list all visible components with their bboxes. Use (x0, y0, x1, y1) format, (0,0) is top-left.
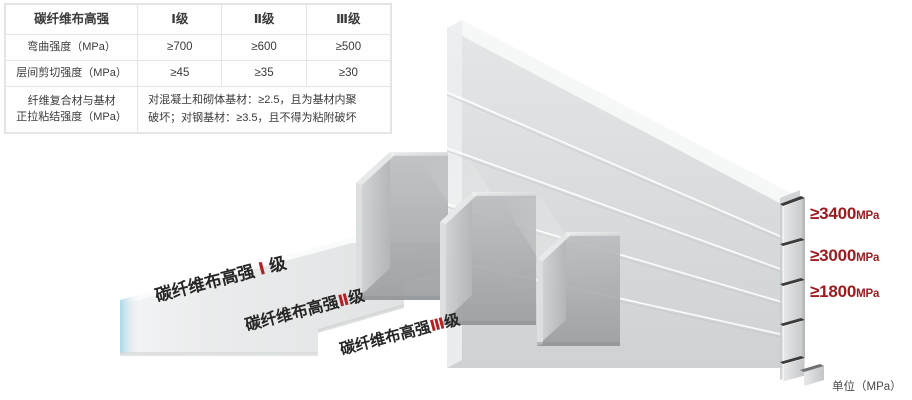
scale-value-3400: ≥3400 (810, 204, 857, 223)
scale-value-3000: ≥3000 (810, 246, 857, 265)
row-label-bond-line1: 纤维复合材与基材 (27, 94, 116, 107)
cell-bond-line2: 破坏；对钢基材：≥3.5，且不得为粘附破坏 (148, 112, 357, 125)
row-label-interlaminar: 层间剪切强度（MPa） (4, 59, 139, 88)
cell-interlaminar-2: ≥35 (221, 59, 307, 88)
table-row: 层间剪切强度（MPa） ≥45 ≥35 ≥30 (4, 59, 392, 88)
ribbon-1-suffix: 级 (262, 253, 289, 278)
scale-unit-3000: MPa (856, 252, 880, 264)
cell-bond-line1: 对混凝土和砌体基材：≥2.5，且为基材内聚 (148, 94, 357, 107)
grade-3-block (537, 232, 620, 346)
unit-marker-block (800, 364, 824, 386)
scale-label-3400: ≥3400MPa (810, 204, 879, 224)
scale-label-3000: ≥3000MPa (810, 246, 879, 266)
table-row: 弯曲强度（MPa） ≥700 ≥600 ≥500 (4, 33, 392, 62)
table-header-row: 碳纤维布高强 Ⅰ级 Ⅱ级 Ⅲ级 (4, 4, 392, 35)
table-header-grade-3: Ⅲ级 (305, 4, 392, 35)
scale-unit-1800: MPa (856, 288, 880, 300)
cell-flexural-2: ≥600 (221, 33, 307, 62)
cell-interlaminar-3: ≥30 (305, 59, 392, 88)
ribbon-2-suffix: 级 (346, 287, 367, 308)
table-header-title: 碳纤维布高强 (4, 4, 139, 35)
unit-note: 单位（MPa） (832, 381, 902, 393)
scale-value-1800: ≥1800 (810, 282, 857, 301)
spec-table: 碳纤维布高强 Ⅰ级 Ⅱ级 Ⅲ级 弯曲强度（MPa） ≥700 ≥600 ≥500… (4, 4, 392, 133)
cell-interlaminar-1: ≥45 (137, 59, 223, 88)
cell-bond-requirement: 对混凝土和砌体基材：≥2.5，且为基材内聚 破坏；对钢基材：≥3.5，且不得为粘… (137, 86, 391, 133)
table-header-grade-1: Ⅰ级 (137, 4, 223, 35)
cell-flexural-1: ≥700 (137, 33, 223, 62)
table-row-merged: 纤维复合材与基材 正拉粘结强度（MPa） 对混凝土和砌体基材：≥2.5，且为基材… (4, 86, 391, 133)
scale-label-1800: ≥1800MPa (810, 282, 879, 302)
row-label-bond: 纤维复合材与基材 正拉粘结强度（MPa） (4, 86, 139, 133)
cell-flexural-3: ≥500 (305, 33, 392, 62)
table-header-grade-2: Ⅱ级 (221, 4, 307, 35)
measure-ruler-column (780, 190, 824, 386)
row-label-flexural: 弯曲强度（MPa） (4, 33, 139, 62)
scale-unit-3400: MPa (856, 210, 880, 222)
row-label-bond-line2: 正拉粘结强度（MPa） (16, 111, 127, 124)
